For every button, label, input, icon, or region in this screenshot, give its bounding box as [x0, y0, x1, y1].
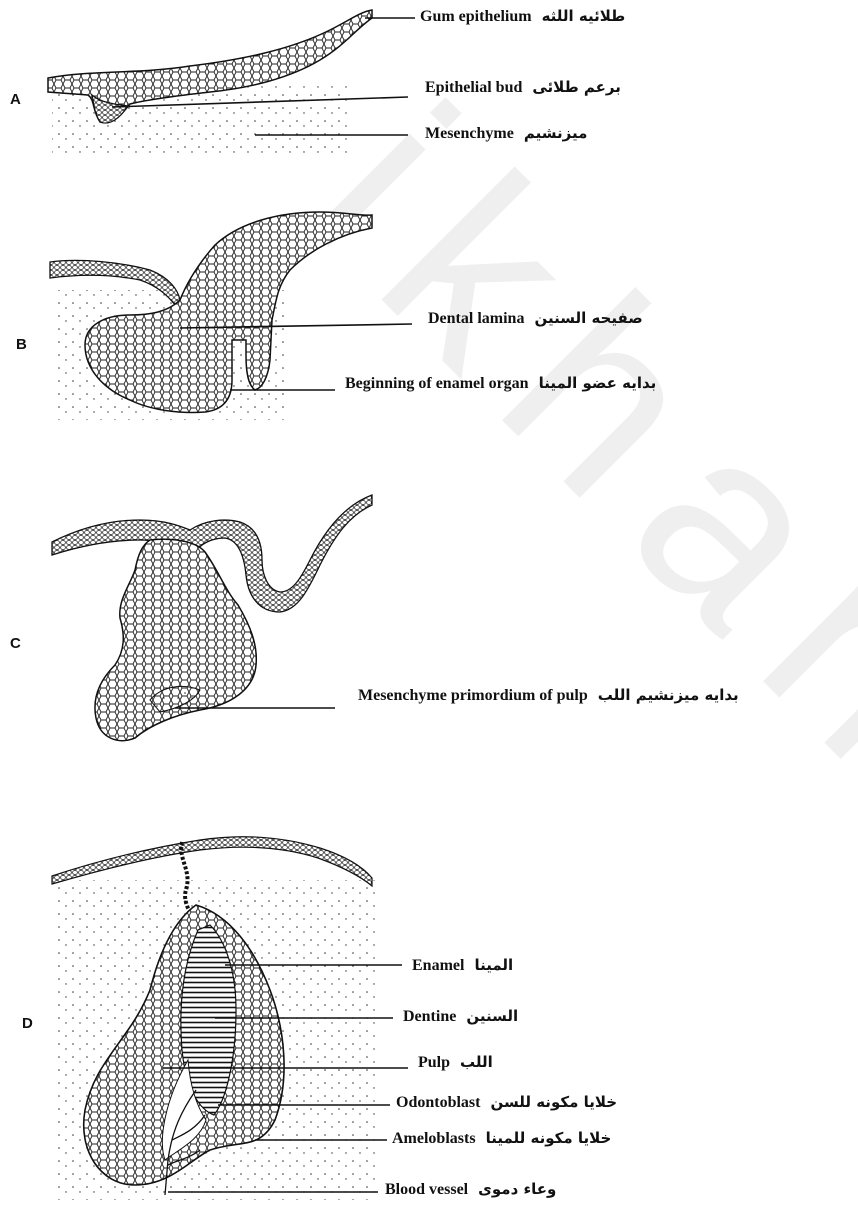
- panel-letter-b: B: [16, 336, 27, 353]
- panel-c-drawing: [52, 495, 372, 741]
- panel-letter-a: A: [10, 91, 21, 108]
- panel-a-drawing: [48, 10, 372, 155]
- panel-letter-c: C: [10, 635, 21, 652]
- oral-epithelium-d: [52, 837, 372, 886]
- enamel-organ-c: [95, 539, 256, 740]
- panel-letter-d: D: [22, 1015, 33, 1032]
